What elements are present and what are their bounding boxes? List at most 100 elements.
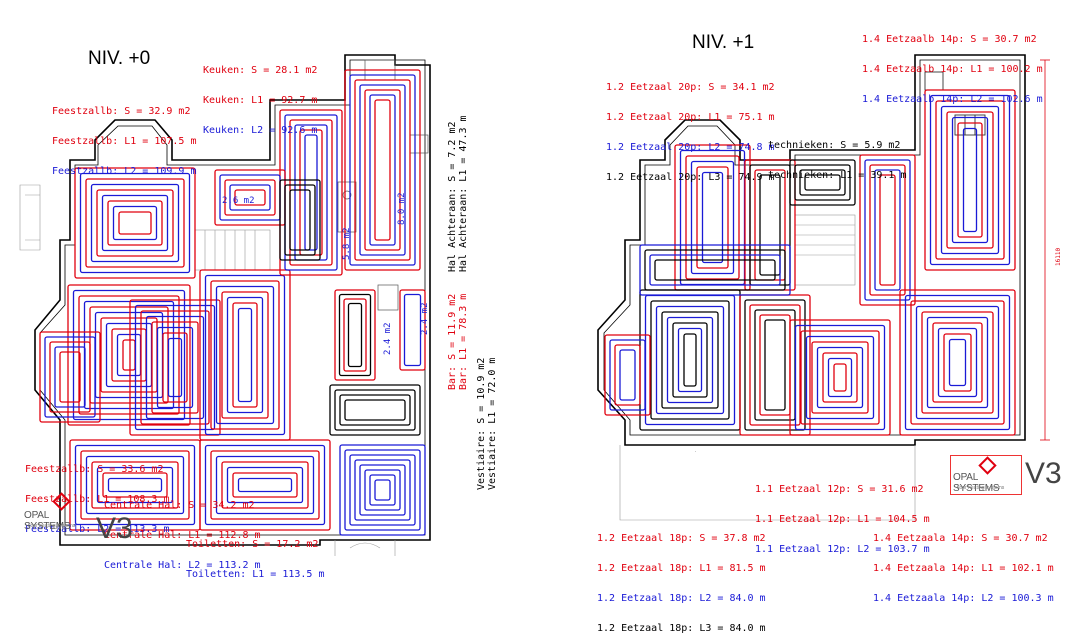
logo-company: OPAL SYSTEMS — [24, 510, 71, 532]
loop-pipe — [940, 105, 1000, 255]
first-terrace-tag: . — [695, 448, 696, 454]
loop-pipe — [879, 174, 896, 286]
loop-eetzaal-18p — [639, 289, 741, 431]
loop-pipe — [49, 341, 91, 413]
loop-pipe — [655, 305, 725, 415]
loop-pipe — [107, 200, 163, 246]
loop-pipe — [289, 189, 311, 251]
loop-pipe — [134, 304, 216, 431]
label-line: Feestzallb: L2 = 109.9 m — [52, 166, 197, 177]
label-line: 1.1 Eetzaal 12p: L1 = 104.5 m — [755, 514, 930, 525]
loop-pipe — [210, 450, 320, 520]
opal-logo-first: OPAL SYSTEMS floor heating systems — [950, 455, 1022, 495]
label-line: 1.1 Eetzaal 12p: S = 31.6 m2 — [755, 484, 924, 495]
loop-pipe — [339, 394, 411, 426]
loop-pipe — [215, 455, 315, 515]
version-ground: V3 — [96, 512, 133, 545]
loop-pipe — [224, 179, 276, 216]
opal-logo-ground: OPAL SYSTEMS floor heating systems — [24, 492, 96, 532]
logo-frame — [950, 455, 1022, 495]
loop-pipe — [827, 357, 853, 398]
loop-pipe — [221, 291, 269, 419]
first-terrace — [619, 445, 916, 521]
loop-pipe — [364, 89, 401, 251]
label-line: 1.2 Eetzaal 20p: S = 34.1 m2 — [606, 82, 775, 93]
loop-pipe — [347, 302, 363, 368]
loop-pipe — [105, 322, 153, 388]
loop-pipe — [899, 289, 1016, 436]
loop-bar — [334, 289, 376, 381]
label-eetzaal-18p: 1.2 Eetzaal 18p: S = 37.8 m2 1.2 Eetzaal… — [597, 514, 766, 644]
loop-pipe — [644, 294, 736, 426]
label-feestzallb-top: Feestzallb: S = 32.9 m2 Feestzallb: L1 =… — [52, 87, 197, 187]
loop-pipe — [96, 189, 174, 257]
loop-first-corridor — [639, 244, 791, 296]
loop-pipe — [129, 299, 221, 436]
loop-pipe — [789, 319, 891, 436]
loop-pipe — [654, 259, 776, 281]
loop-pipe — [932, 322, 983, 403]
loop-pipe — [237, 307, 253, 403]
label-line: 1.4 Eetzaala 14p: L2 = 100.3 m — [873, 593, 1054, 604]
loop-pipe — [951, 116, 989, 244]
label-line: 1.2 Eetzaal 18p: L3 = 84.0 m — [597, 623, 766, 634]
loop-pipe — [204, 444, 326, 526]
loop-pipe — [943, 333, 972, 392]
loop-pipe — [685, 155, 740, 280]
label-line: Feestzallb: L1 = 107.5 m — [52, 136, 197, 147]
label-line: Feestzallb: L1 = 108.3 m — [25, 494, 170, 505]
label-line: Centrale Hal: S = 34.2 m2 — [104, 500, 255, 511]
loop-eetzaal-center — [739, 294, 811, 436]
loop-vestiaire — [329, 384, 421, 436]
loop-keuken — [344, 69, 421, 271]
first-floor-title: NIV. +1 — [692, 32, 755, 53]
ground-floor-title: NIV. +0 — [88, 48, 151, 69]
loop-pipe — [167, 337, 183, 398]
ground-left-annex — [19, 184, 41, 251]
loop-pipe — [334, 389, 416, 431]
area-tag: 2.4 m2 — [383, 322, 393, 355]
loop-pipe — [112, 205, 158, 241]
loop-pipe — [864, 159, 911, 301]
loop-pipe — [701, 171, 724, 264]
loop-pipe — [789, 159, 856, 206]
label-line: Bar: S = 11.9 m2 — [447, 293, 458, 390]
loop-pipe — [696, 166, 729, 269]
loop-pipe — [59, 351, 81, 403]
loop-pipe — [156, 326, 194, 409]
floor-plan-canvas: .w{fill:none;stroke:#000;stroke-width:1.… — [19, 54, 1050, 556]
loop-pipe — [78, 295, 180, 415]
loop-pipe — [226, 466, 304, 504]
area-tag: 5.8 m2 — [342, 227, 352, 260]
loop-pipe — [822, 352, 858, 403]
loop-pipe — [44, 336, 96, 418]
loop-pipe — [101, 194, 169, 252]
loop-pipe — [904, 294, 1011, 431]
loop-bay — [39, 331, 101, 423]
ground-heating-loops — [39, 69, 426, 536]
loop-pipe — [957, 122, 983, 238]
loop-eetzaala-14p — [899, 289, 1016, 436]
loop-pipe — [661, 311, 719, 409]
loop-pipe — [284, 184, 316, 256]
loop-pipe — [926, 316, 989, 409]
loop-pipe — [107, 477, 163, 493]
loop-pipe — [639, 289, 741, 431]
label-line: Feestzallb: S = 33.6 m2 — [25, 464, 164, 475]
loop-pipe — [199, 439, 331, 531]
loop-pipe — [215, 285, 275, 425]
loop-pipe — [354, 459, 411, 521]
first-staircase — [794, 214, 856, 286]
loop-pipe — [794, 164, 851, 201]
loop-pipe — [74, 444, 196, 526]
loop-eetzaalb-14p — [924, 89, 1016, 271]
ground-staircase — [194, 229, 271, 271]
loop-pipe — [759, 174, 781, 276]
label-line: 1.2 Eetzaal 18p: L1 = 81.5 m — [597, 563, 766, 574]
label-feestzallb-bottom: Feestzallb: S = 33.6 m2 Feestzallb: L1 =… — [25, 445, 170, 545]
loop-pipe — [799, 169, 846, 196]
loop-technieken — [789, 159, 856, 206]
loop-pipe — [804, 174, 841, 191]
